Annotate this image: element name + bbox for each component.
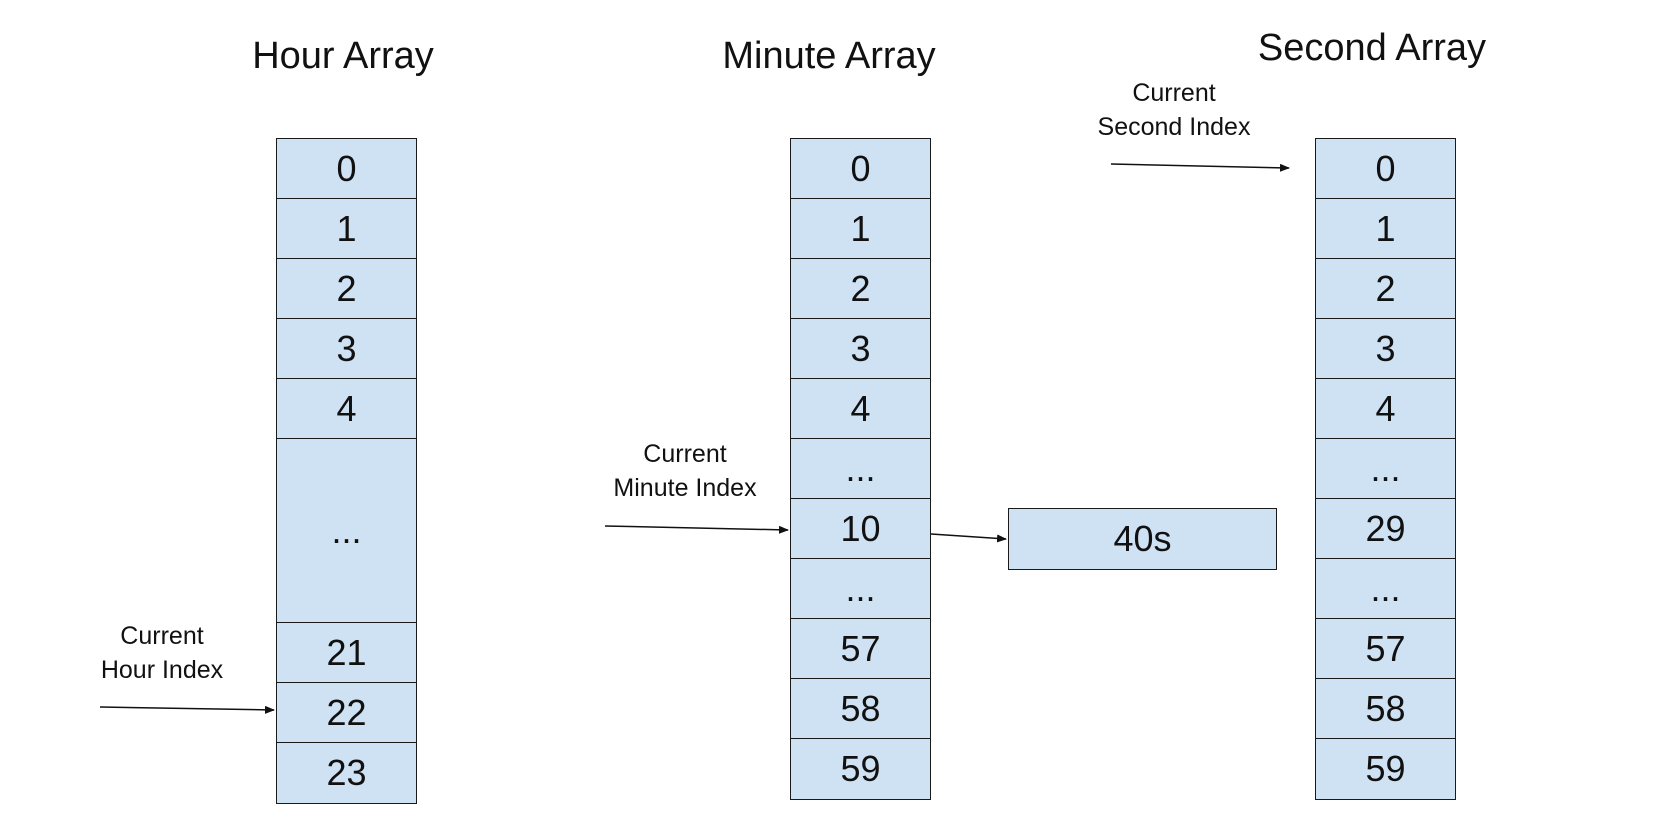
second-cell-0: 0	[1315, 138, 1456, 200]
minute-value-box: 40s	[1008, 508, 1277, 570]
current-minute-index-label-line1: Current	[643, 440, 727, 468]
second-cell-2: 2	[1315, 258, 1456, 320]
minute-array-title: Minute Array	[722, 35, 936, 77]
current-hour-index-label-line2: Hour Index	[100, 656, 224, 684]
minute-cell-4: 4	[790, 378, 931, 440]
hour-array: 0 1 2 3 4 ... 21 22 23	[276, 138, 417, 807]
minute-cell-0: 0	[790, 138, 931, 200]
current-minute-index-label-line2: Minute Index	[613, 474, 757, 502]
second-cell-1: 1	[1315, 198, 1456, 260]
minute-cell-2: 2	[790, 258, 931, 320]
second-pointer-arrow	[1110, 163, 1290, 172]
current-hour-index-label-line1: Current	[120, 622, 204, 650]
second-cell-3: 3	[1315, 318, 1456, 380]
hour-cell-4: 4	[276, 378, 417, 440]
current-second-index-label-line2: Second Index	[1097, 113, 1251, 141]
current-hour-index-label: Current Hour Index	[101, 619, 223, 687]
second-cell-57: 57	[1315, 618, 1456, 680]
current-minute-index-label: Current Minute Index	[613, 437, 756, 505]
second-cell-29: 29	[1315, 498, 1456, 560]
hour-cell-22: 22	[276, 682, 417, 744]
hour-cell-21: 21	[276, 622, 417, 684]
hour-cell-2: 2	[276, 258, 417, 320]
minute-cell-58: 58	[790, 678, 931, 740]
minute-cell-ellipsis-2: ...	[790, 558, 931, 620]
second-array-title: Second Array	[1257, 27, 1487, 69]
minute-array: 0 1 2 3 4 ... 10 ... 57 58 59	[790, 138, 931, 803]
second-array: 0 1 2 3 4 ... 29 ... 57 58 59	[1315, 138, 1456, 803]
minute-cell-57: 57	[790, 618, 931, 680]
minute-cell-3: 3	[790, 318, 931, 380]
second-cell-4: 4	[1315, 378, 1456, 440]
minute-cell-59: 59	[790, 738, 931, 800]
hour-cell-ellipsis: ...	[276, 438, 417, 624]
second-cell-ellipsis-2: ...	[1315, 558, 1456, 620]
second-cell-ellipsis-1: ...	[1315, 438, 1456, 500]
hour-array-title: Hour Array	[252, 35, 434, 77]
minute-cell-ellipsis-1: ...	[790, 438, 931, 500]
second-cell-59: 59	[1315, 738, 1456, 800]
hour-cell-3: 3	[276, 318, 417, 380]
minute-cell-1: 1	[790, 198, 931, 260]
hour-cell-0: 0	[276, 138, 417, 200]
minute-cell-10: 10	[790, 498, 931, 560]
hour-pointer-arrow	[99, 705, 275, 714]
current-second-index-label-line1: Current	[1132, 79, 1216, 107]
current-second-index-label: Current Second Index	[1098, 76, 1251, 144]
minute-pointer-arrow	[604, 525, 789, 534]
second-cell-58: 58	[1315, 678, 1456, 740]
minute-to-value-arrow	[930, 533, 1007, 543]
hour-cell-1: 1	[276, 198, 417, 260]
hour-cell-23: 23	[276, 742, 417, 804]
